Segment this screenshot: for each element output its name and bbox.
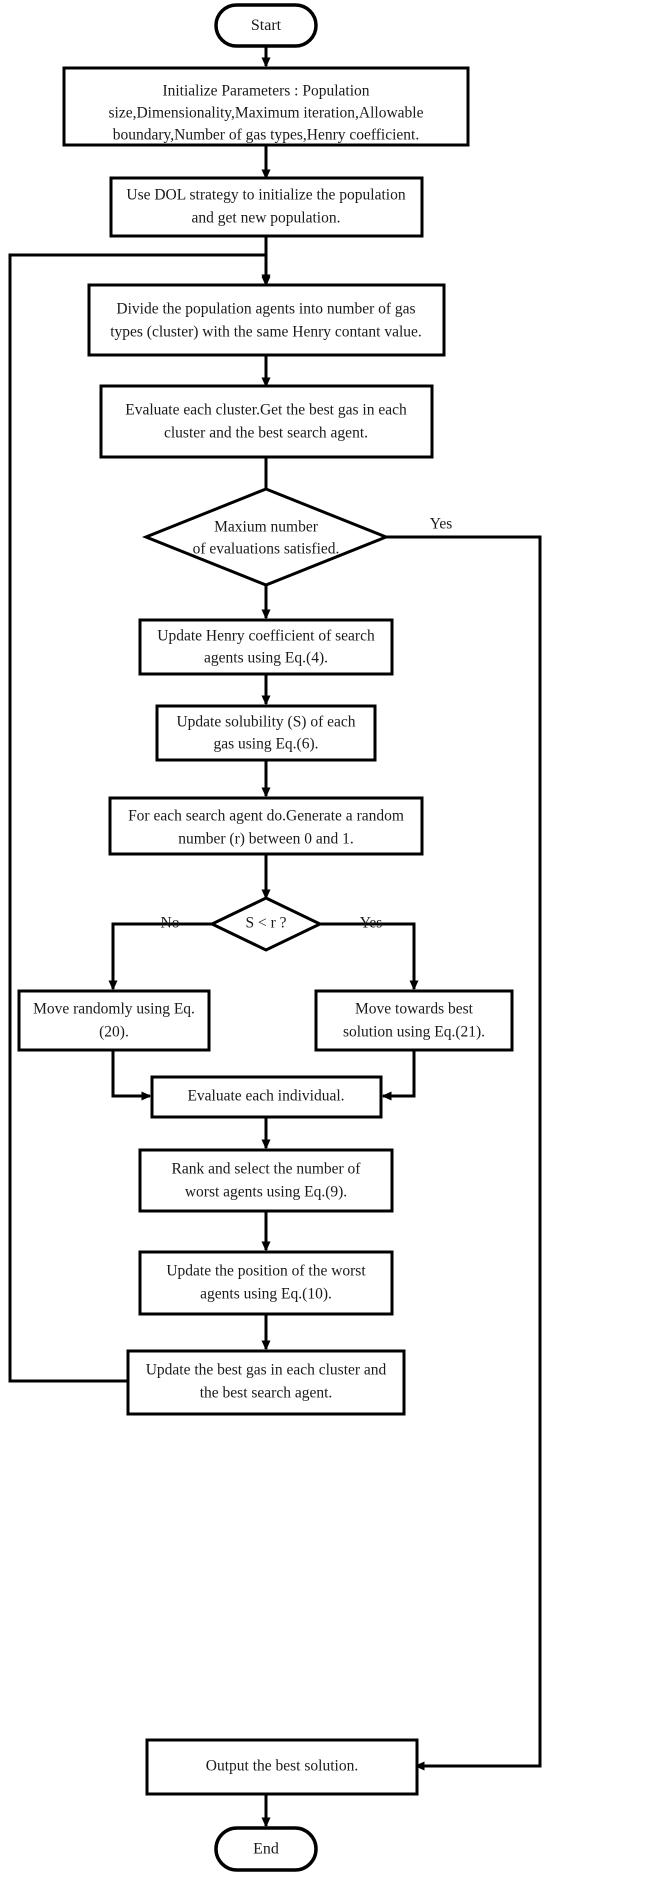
- node-dol-strategy-line1: Use DOL strategy to initialize the popul…: [126, 187, 405, 204]
- node-dol-strategy[interactable]: Use DOL strategy to initialize the popul…: [109, 176, 424, 238]
- node-output-solution[interactable]: Output the best solution.: [145, 1738, 419, 1796]
- node-update-worst-line2: agents using Eq.(10).: [200, 1286, 332, 1303]
- node-evaluate-cluster-line2: cluster and the best search agent.: [164, 425, 368, 442]
- node-evaluate-individual-label: Evaluate each individual.: [187, 1088, 344, 1105]
- node-dol-strategy-line2: and get new population.: [192, 210, 341, 227]
- edge-label-slessr-no: No: [161, 915, 180, 932]
- node-divide-population-line1: Divide the population agents into number…: [116, 301, 415, 318]
- node-end[interactable]: End: [214, 1826, 318, 1872]
- node-update-best-gas[interactable]: Update the best gas in each cluster and …: [126, 1349, 406, 1416]
- node-max-evaluations[interactable]: Maxium number of evaluations satisfied.: [141, 487, 391, 587]
- node-update-best-gas-line1: Update the best gas in each cluster and: [146, 1362, 387, 1379]
- node-evaluate-cluster-line1: Evaluate each cluster.Get the best gas i…: [125, 402, 407, 419]
- node-rank-select[interactable]: Rank and select the number of worst agen…: [138, 1148, 394, 1213]
- connector-move-randomly-to-evaluate-individual: [111, 1050, 152, 1101]
- connector-loopback-to-divide: [8, 253, 271, 1383]
- node-init-params-line2: size,Dimensionality,Maximum iteration,Al…: [109, 105, 424, 122]
- node-init-params-line1: Initialize Parameters : Population: [162, 83, 369, 100]
- node-divide-population[interactable]: Divide the population agents into number…: [87, 283, 446, 357]
- node-max-evaluations-line1: Maxium number: [214, 519, 319, 536]
- node-divide-population-line2: types (cluster) with the same Henry cont…: [110, 324, 422, 341]
- node-update-henry-line2: agents using Eq.(4).: [204, 650, 328, 667]
- node-random-number[interactable]: For each search agent do.Generate a rand…: [108, 796, 424, 856]
- node-start[interactable]: Start: [214, 3, 318, 48]
- connector-slessr-yes-to-move-best: [320, 922, 419, 991]
- node-update-solubility[interactable]: Update solubility (S) of each gas using …: [155, 704, 377, 762]
- node-max-evaluations-line2: of evaluations satisfied.: [193, 541, 340, 558]
- node-evaluate-cluster[interactable]: Evaluate each cluster.Get the best gas i…: [99, 384, 434, 459]
- node-start-label: Start: [251, 17, 282, 34]
- node-update-worst-line1: Update the position of the worst: [166, 1263, 366, 1280]
- node-update-best-gas-line2: the best search agent.: [200, 1385, 333, 1402]
- node-random-number-line1: For each search agent do.Generate a rand…: [128, 808, 404, 825]
- node-rank-select-line2: worst agents using Eq.(9).: [185, 1184, 347, 1201]
- node-move-towards-best-line1: Move towards best: [355, 1001, 474, 1018]
- node-random-number-line2: number (r) between 0 and 1.: [178, 831, 354, 848]
- node-update-solubility-line2: gas using Eq.(6).: [213, 736, 318, 753]
- node-move-randomly[interactable]: Move randomly using Eq. (20).: [17, 989, 211, 1052]
- node-evaluate-individual[interactable]: Evaluate each individual.: [150, 1075, 383, 1119]
- connector-slessr-no-to-move-randomly: [108, 922, 212, 991]
- connector-move-best-to-evaluate-individual: [381, 1050, 416, 1101]
- edge-label-maxeval-yes: Yes: [430, 516, 453, 533]
- node-move-randomly-line1: Move randomly using Eq.: [33, 1001, 195, 1018]
- node-rank-select-line1: Rank and select the number of: [172, 1161, 362, 1178]
- node-move-towards-best[interactable]: Move towards best solution using Eq.(21)…: [314, 989, 514, 1052]
- node-move-randomly-line2: (20).: [99, 1024, 129, 1041]
- node-s-less-r[interactable]: S < r ?: [208, 896, 324, 952]
- node-end-label: End: [253, 1841, 279, 1858]
- node-update-henry-line1: Update Henry coefficient of search: [157, 628, 375, 645]
- node-init-params-line3: boundary,Number of gas types,Henry coeff…: [113, 127, 419, 144]
- node-update-worst[interactable]: Update the position of the worst agents …: [138, 1250, 394, 1316]
- edge-label-slessr-yes: Yes: [360, 915, 383, 932]
- node-update-henry[interactable]: Update Henry coefficient of search agent…: [138, 618, 394, 676]
- node-init-params[interactable]: Initialize Parameters : Population size,…: [62, 66, 470, 147]
- node-s-less-r-label: S < r ?: [245, 915, 286, 932]
- node-update-solubility-line1: Update solubility (S) of each: [176, 714, 355, 731]
- connector-maxeval-yes-to-output: [386, 535, 542, 1771]
- node-output-solution-label: Output the best solution.: [206, 1758, 358, 1775]
- node-move-towards-best-line2: solution using Eq.(21).: [343, 1024, 485, 1041]
